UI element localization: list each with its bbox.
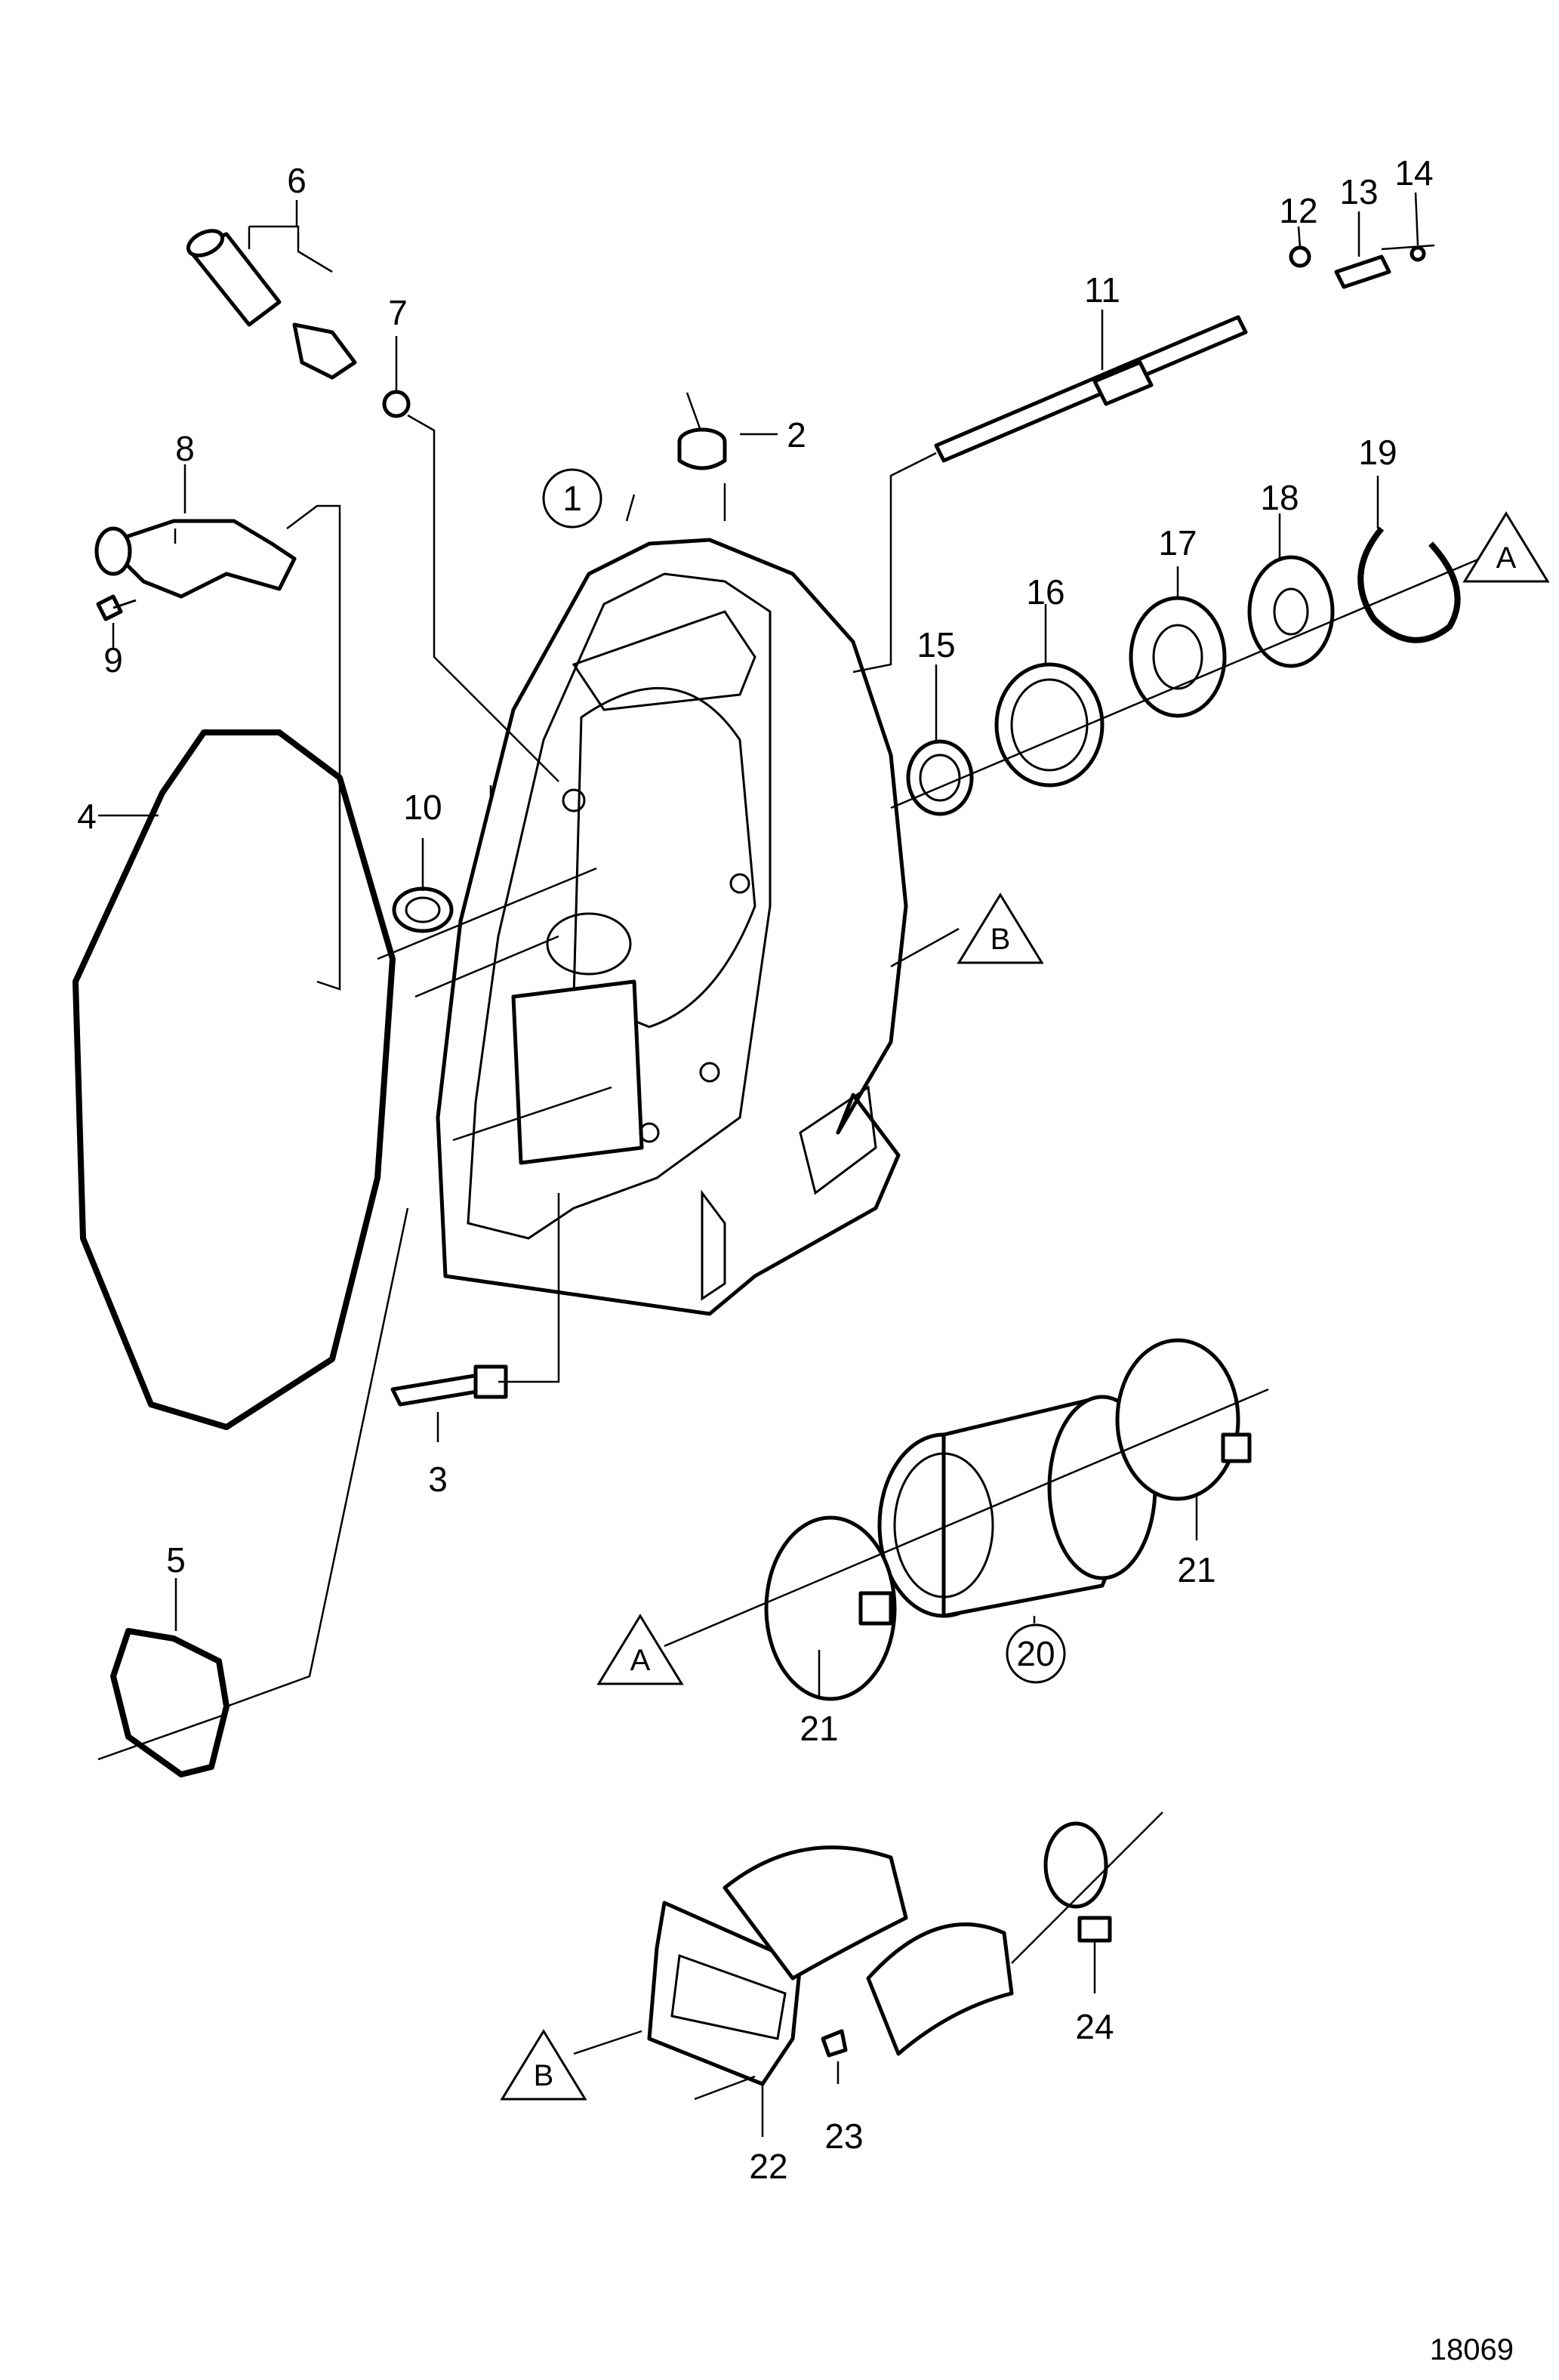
label-18: 18	[1260, 478, 1299, 517]
ref-label: A	[630, 1644, 651, 1677]
washer-part	[1247, 555, 1335, 668]
label-7: 7	[388, 293, 408, 332]
ref-label: B	[534, 2059, 554, 2092]
label-16: 16	[1026, 572, 1064, 612]
screw-part	[96, 594, 137, 621]
callout-circle-1: 1	[542, 468, 602, 529]
small-gasket-part	[110, 1628, 230, 1777]
snap-ring-part	[1357, 526, 1461, 643]
nut-part	[1289, 245, 1311, 268]
label-14: 14	[1394, 153, 1433, 193]
label-21-right: 21	[1177, 1550, 1215, 1589]
washer-small-part	[1410, 245, 1426, 262]
label-8: 8	[175, 429, 195, 468]
ref-triangle-b-bottom: B	[500, 2029, 587, 2101]
ref-label: A	[1496, 541, 1517, 575]
label-24: 24	[1075, 2007, 1114, 2046]
bolt-part	[390, 1364, 508, 1407]
ball-bearing-part	[1129, 596, 1227, 718]
gasket-part	[72, 729, 396, 1430]
label-4: 4	[77, 797, 97, 836]
o-ring-part	[382, 390, 411, 418]
label-19: 19	[1358, 433, 1397, 472]
ref-triangle-a-bottom: A	[596, 1614, 684, 1685]
label-21-left: 21	[800, 1709, 838, 1748]
part-labels: 2 3 4 5 6 7 8 9 10 11 12 13 14 15 16 17 …	[77, 153, 1433, 2186]
clamp-part	[1115, 1338, 1252, 1501]
bellows-part	[877, 1395, 1157, 1618]
label-13: 13	[1339, 172, 1378, 211]
label-2: 2	[787, 415, 806, 455]
label-9: 9	[103, 640, 123, 680]
clamp-part	[764, 1515, 897, 1701]
ref-triangle-b-mid: B	[957, 892, 1044, 964]
shaft-part	[934, 315, 1248, 463]
label-1: 1	[562, 479, 582, 518]
label-15: 15	[917, 625, 955, 664]
label-6: 6	[287, 161, 307, 200]
label-20: 20	[1016, 1634, 1055, 1673]
seal-part	[906, 739, 974, 816]
leader-lines	[97, 192, 1480, 2137]
ref-triangle-a-top: A	[1462, 511, 1550, 583]
label-5: 5	[166, 1540, 186, 1580]
clamp-part	[1043, 1821, 1112, 1943]
drawing-number: 18069	[1430, 2333, 1514, 2366]
callout-circle-20: 20	[1006, 1623, 1066, 1684]
label-3: 3	[428, 1460, 448, 1499]
label-12: 12	[1279, 191, 1317, 230]
housing-part	[436, 538, 908, 1316]
elbow-part	[94, 519, 297, 599]
label-23: 23	[824, 2116, 863, 2156]
cap-part	[677, 392, 727, 470]
label-10: 10	[403, 788, 442, 827]
fitting-part	[1334, 254, 1391, 289]
bushing-part	[392, 886, 454, 933]
screw-part	[821, 2029, 848, 2058]
ref-label: B	[991, 923, 1011, 956]
label-22: 22	[749, 2147, 787, 2186]
label-11: 11	[1084, 270, 1120, 310]
label-17: 17	[1158, 523, 1197, 563]
pipe-part	[186, 229, 357, 380]
